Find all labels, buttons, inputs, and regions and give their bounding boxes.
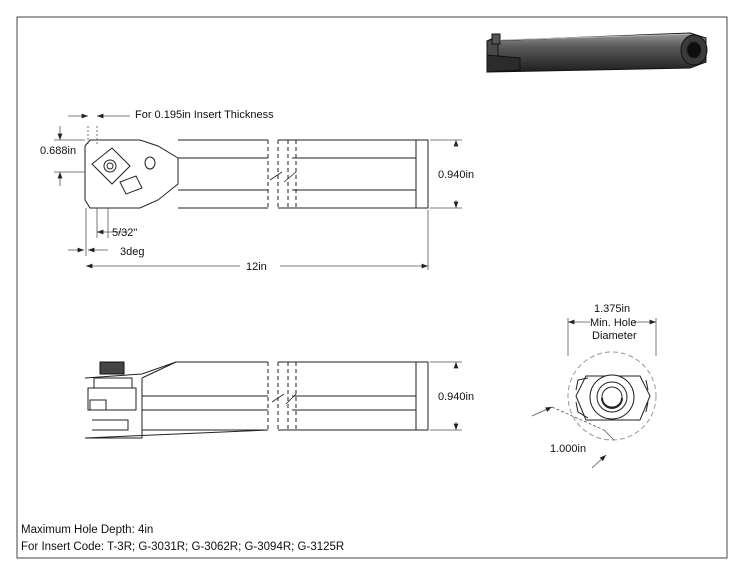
side-view-dimensions [430, 361, 462, 431]
title-notes: Maximum Hole Depth: 4in For Insert Code:… [21, 522, 344, 556]
shank-940-side-label: 0.940in [438, 391, 474, 403]
offset-5-32-label: 5/32" [112, 227, 137, 239]
end-view-dimensions [531, 318, 657, 469]
insert-thickness-label: For 0.195in Insert Thickness [135, 109, 274, 121]
side-view [84, 361, 429, 439]
length-12-label: 12in [246, 261, 267, 273]
top-view [84, 139, 429, 209]
min-hole-line3: Diameter [592, 330, 637, 342]
min-hole-value: 1.375in [594, 303, 630, 315]
isometric-tool-render [486, 32, 708, 73]
shank-dia-1000-label: 1.000in [550, 443, 586, 455]
sheet-border [16, 16, 728, 559]
insert-codes-note: For Insert Code: T-3R; G-3031R; G-3062R;… [21, 541, 345, 553]
top-view-dimensions [54, 113, 462, 270]
shank-940-top-label: 0.940in [438, 169, 474, 181]
min-hole-line2: Min. Hole [590, 317, 636, 329]
angle-3deg-label: 3deg [120, 246, 144, 258]
insert-screw [103, 159, 117, 173]
clamp-screw [99, 361, 125, 375]
max-depth-note: Maximum Hole Depth: 4in [21, 524, 154, 536]
height-688-label: 0.688in [40, 145, 76, 157]
end-view [567, 351, 657, 441]
